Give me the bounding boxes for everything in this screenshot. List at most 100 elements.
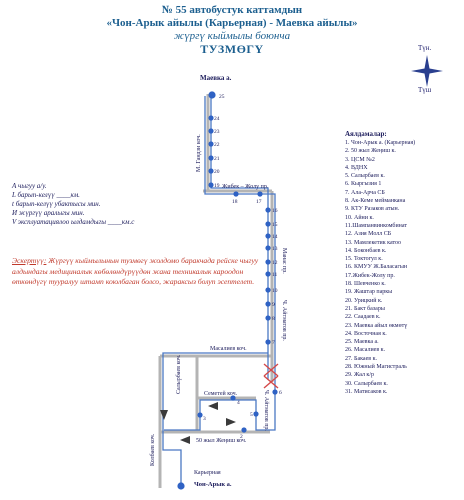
stop-number: 6 — [279, 390, 282, 396]
warning-note: Эскертүү: Жүргүү кыймылынын тузмөгү жолд… — [12, 256, 274, 288]
stop-marker-23 — [208, 128, 214, 134]
manas-street-label: Манас пр. — [281, 248, 287, 274]
legend-item: 10. Айни к. — [345, 214, 374, 221]
info-line: А чыгуу а/у. — [12, 182, 47, 190]
title-line-2: «Чон-Арык айылы (Карьерная) - Маевка айы… — [106, 17, 358, 29]
stop-number: 2 — [240, 434, 243, 440]
title-line-3: жүргү кыймылы боюнча — [173, 30, 291, 42]
legend-title: Аялдамалар: — [345, 130, 387, 138]
legend-item: 4. ВДНХ — [345, 164, 368, 171]
legend-item: 19. Жаштар паркы — [345, 289, 393, 296]
legend-item: 9. КТУ Разаков атын. — [345, 206, 400, 213]
legend-item: 6. Кыргызия 1 — [345, 181, 382, 188]
street-grid — [158, 94, 274, 488]
stop-number: 12 — [272, 260, 278, 266]
info-line: V эксплуатациялоо ылдамдыгы ____км.с — [12, 218, 135, 226]
legend-item: 7. Ала-Арча СБ — [345, 189, 385, 196]
stop-number: 22 — [214, 142, 220, 148]
legend-item: 23. Маевка айыл өкмөтү — [345, 322, 408, 329]
route-info: А чыгуу а/у. L барып-келүү ____км. t бар… — [12, 182, 134, 227]
stop-number: 10 — [272, 288, 278, 294]
stop-number: 9 — [272, 302, 275, 308]
info-line: И жүргүү аралыгы мин. — [12, 209, 85, 217]
stop-marker-8 — [265, 315, 271, 321]
legend-item: 18. Шевченко к. — [345, 281, 386, 288]
stop-number: 4 — [237, 400, 240, 406]
masaliev-street-label: Масалиев коч. — [210, 346, 247, 352]
stop-marker-14 — [265, 233, 271, 239]
legend-item: 27. Бакаев к. — [345, 355, 378, 362]
stop-marker-25 — [208, 91, 216, 99]
legend-item: 28. Южный Магистраль — [345, 364, 407, 371]
stop-markers — [177, 91, 278, 490]
semetey-street-label: Семетей коч. — [204, 390, 238, 397]
stop-marker-1 — [177, 482, 185, 490]
route-title: № 55 автобустук каттамдын «Чон-Арык айыл… — [0, 4, 464, 56]
arrow-icon — [160, 410, 168, 420]
aytmatov-lower-label: Ч. Айтматов пр. — [263, 390, 270, 431]
stop-marker-19 — [208, 182, 214, 188]
stop-marker-11 — [265, 271, 271, 277]
compass: Түн. Түш — [410, 44, 444, 94]
legend-item: 14. Боконбаев к. — [345, 247, 387, 254]
stop-number: 13 — [272, 246, 278, 252]
stop-number: 18 — [232, 199, 238, 205]
stop-marker-15 — [265, 221, 271, 227]
stop-number: 24 — [214, 116, 220, 122]
stop-marker-10 — [265, 287, 271, 293]
stop-number: 14 — [272, 234, 278, 240]
legend-item: 13. Мамлекетик катоо — [345, 239, 402, 246]
info-line: L барып-келүү ____км. — [12, 191, 80, 199]
legend-item: 29. Жал к/р — [345, 372, 375, 379]
legend-item: 31. Матисаков к. — [345, 388, 388, 395]
stop-marker-16 — [265, 207, 271, 213]
stop-marker-12 — [265, 259, 271, 265]
compass-star-icon — [411, 55, 443, 87]
stop-marker-9 — [265, 301, 271, 307]
stop-number: 8 — [272, 316, 275, 322]
crossing-x-icon — [263, 375, 279, 389]
title-line-1: № 55 автобустук каттамдын — [161, 4, 303, 16]
terminus-label-maevka: Маевка а. — [200, 74, 232, 82]
aytmatov-street-label: Ч. Айтматов пр. — [281, 300, 288, 341]
stop-marker-17 — [257, 191, 263, 197]
stop-number: 5 — [250, 412, 253, 418]
title-line-4: ТУЗМӨГҮ — [200, 42, 264, 56]
stop-marker-13 — [265, 245, 271, 251]
legend-item: 26. Масалиев к. — [345, 347, 386, 354]
karernaya-label: Карьерная — [194, 470, 221, 476]
stop-marker-21 — [208, 155, 214, 161]
stop-marker-20 — [208, 168, 214, 174]
legend-item: 3. ЦСМ №2 — [345, 156, 375, 163]
legend-item: 2. 50 жыл Жеңиш к. — [345, 148, 396, 155]
stop-marker-4 — [230, 395, 236, 401]
jibek-street-label: Жибек – Жолу пр. — [222, 183, 269, 190]
compass-south-label: Түш — [418, 86, 432, 94]
stop-number: 20 — [214, 169, 220, 175]
terminus-label-chon-aryk: Чон-Арык а. — [194, 481, 232, 488]
crossing-markers — [263, 363, 279, 389]
stop-number: 23 — [214, 129, 220, 135]
stop-number: 17 — [256, 199, 262, 205]
arrow-icon — [180, 436, 190, 444]
kolbaev-street-label: Колбаев коч. — [149, 433, 156, 466]
stop-marker-6 — [272, 389, 278, 395]
stop-number: 11 — [272, 272, 278, 278]
street-labels: Маевка а. Чон-Арык а. Карьерная М. Гандз… — [149, 74, 288, 488]
legend-item: 5. Салырбаев к. — [345, 173, 385, 180]
stop-number: 16 — [272, 208, 278, 214]
legend-item: 15. Токтогул к. — [345, 256, 383, 263]
legend-item: 1. Чон-Арык а. (Карьерная) — [345, 140, 416, 146]
stop-marker-3 — [197, 412, 203, 418]
legend-item: 25. Маевка а. — [345, 339, 379, 346]
legend-item: 11.Шампанвинкомбинат — [345, 222, 408, 229]
info-line: t барып-келүү убактысы мин. — [12, 200, 101, 208]
stop-number: 25 — [219, 94, 225, 100]
stop-number: 3 — [203, 416, 206, 422]
route-line — [162, 96, 276, 486]
legend-item: 8. Ак-Кеме мейманкана — [345, 198, 406, 205]
note-text: Жүргүү кыймылынын тузмөгү жолдомо баракч… — [12, 256, 259, 287]
legend-item: 24. Восточная к. — [345, 330, 387, 337]
note-lead: Эскертүү: — [12, 256, 47, 265]
